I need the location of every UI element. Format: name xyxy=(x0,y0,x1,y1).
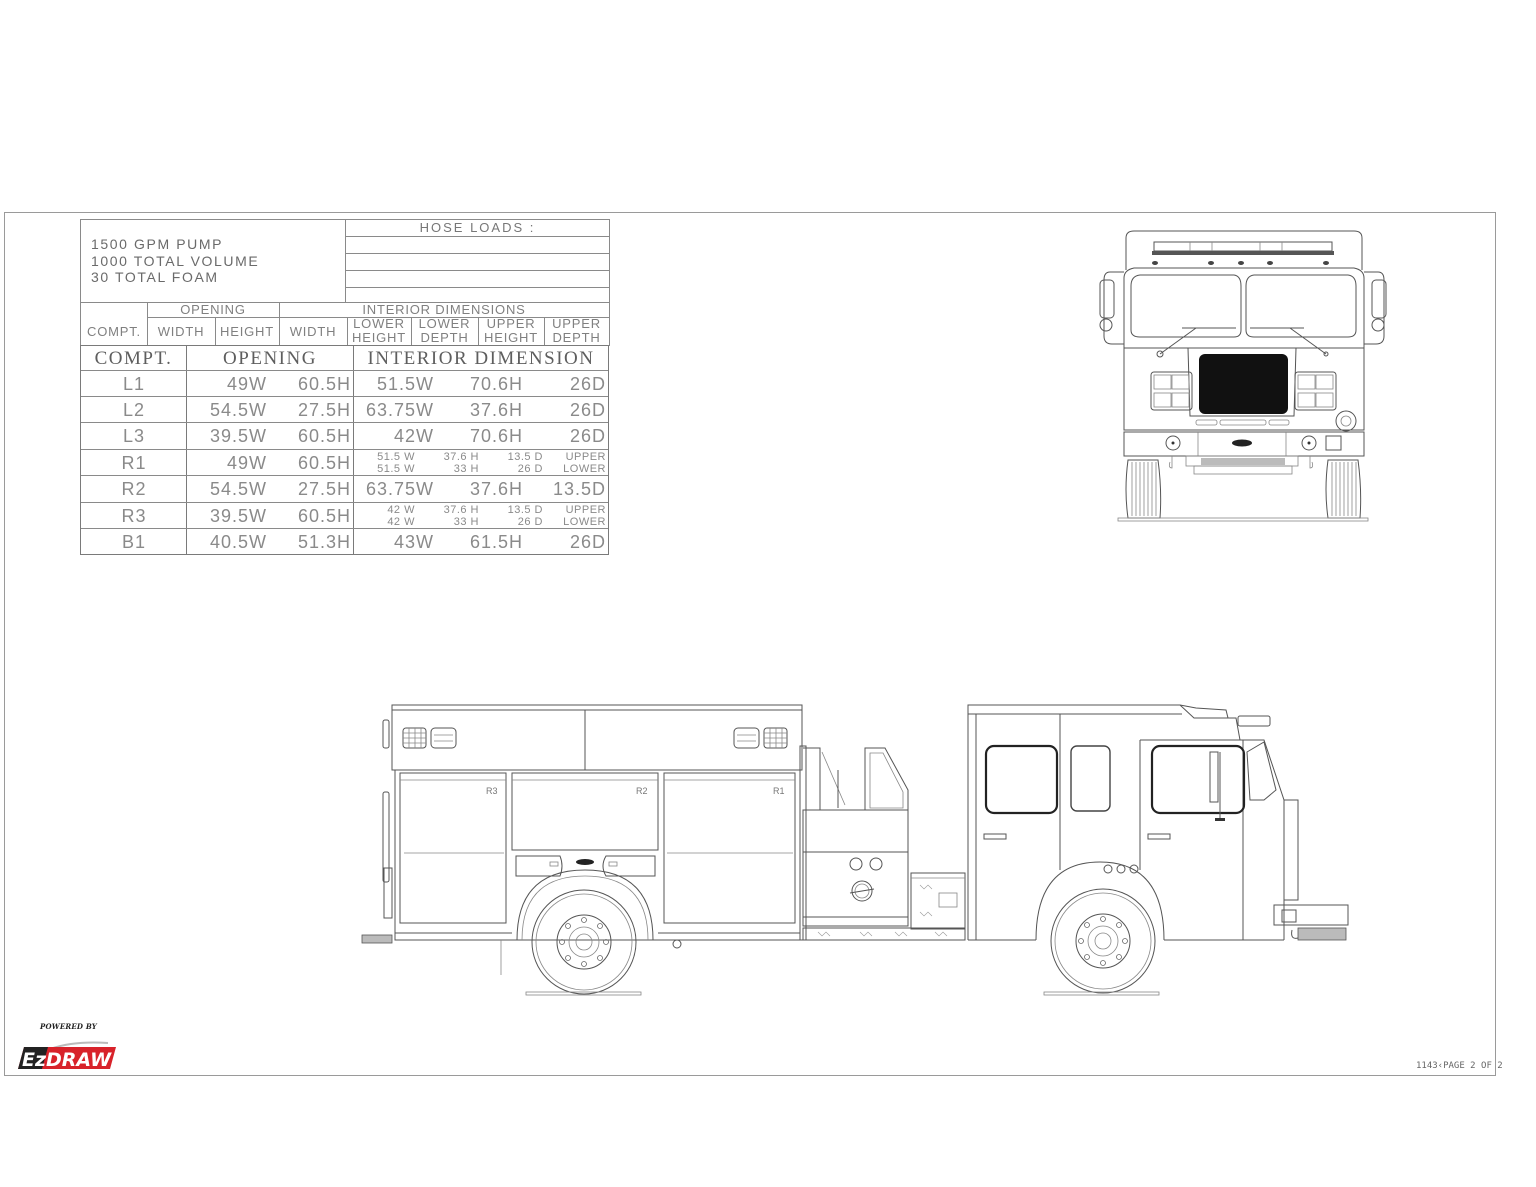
opening-height: 60.5H xyxy=(297,374,351,394)
table-row: R3 39.5W 60.5H 42 W 37.6 H 13.5 D UPPER … xyxy=(81,502,608,529)
interior-width: 63.75W xyxy=(365,400,434,420)
compt-id: L1 xyxy=(122,374,146,394)
interior-height: 37.6H xyxy=(469,400,523,420)
opening-width: 49W xyxy=(226,453,267,473)
upper-depth: 13.5 D xyxy=(507,504,543,516)
table-row: B1 40.5W 51.3H 43W 61.5H 26D xyxy=(81,528,608,555)
interior-height: 61.5H xyxy=(469,532,523,552)
col-lower-height-1: LOWER xyxy=(353,317,405,331)
opening-height: 27.5H xyxy=(297,479,351,499)
col-upper-height-2: HEIGHT xyxy=(484,331,538,344)
interior-depth: 26D xyxy=(569,532,606,552)
powered-by-label: POWERED BY xyxy=(40,1022,98,1031)
spec-line-foam: 30 TOTAL FOAM xyxy=(91,269,219,285)
compt-id: L2 xyxy=(122,400,146,420)
compartment-label-r1: R1 xyxy=(773,786,785,796)
opening-width: 39.5W xyxy=(209,506,267,526)
hose-loads-title: HOSE LOADS : xyxy=(346,220,609,237)
upper-label: UPPER xyxy=(565,451,606,463)
lower-height: 33 H xyxy=(453,516,479,528)
table-row: R1 49W 60.5H 51.5 W 37.6 H 13.5 D UPPER … xyxy=(81,449,608,476)
col-upper-depth-2: DEPTH xyxy=(552,331,601,344)
lower-width: 51.5 W xyxy=(377,463,415,475)
opening-height: 60.5H xyxy=(297,453,351,473)
header-compt: COMPT. xyxy=(94,348,173,369)
col-opening-height: HEIGHT xyxy=(220,324,274,339)
spec-block: 1500 GPM PUMP 1000 TOTAL VOLUME 30 TOTAL… xyxy=(80,219,610,303)
col-opening-width: WIDTH xyxy=(157,324,205,339)
table-row: R2 54.5W 27.5H 63.75W 37.6H 13.5D xyxy=(81,475,608,502)
upper-label: UPPER xyxy=(565,504,606,516)
lower-depth: 26 D xyxy=(517,516,543,528)
col-compt: COMPT. xyxy=(87,324,141,339)
compartment-table: COMPT. OPENING INTERIOR DIMENSION L1 49W… xyxy=(80,345,609,555)
opening-height: 51.3H xyxy=(297,532,351,552)
table-row: L1 49W 60.5H 51.5W 70.6H 26D xyxy=(81,370,608,397)
interior-depth: 26D xyxy=(569,400,606,420)
lower-label: LOWER xyxy=(563,516,606,528)
hose-loads: HOSE LOADS : xyxy=(346,220,609,302)
pump-spec: 1500 GPM PUMP 1000 TOTAL VOLUME 30 TOTAL… xyxy=(81,220,346,302)
hose-load-line xyxy=(346,271,609,288)
interior-depth: 26D xyxy=(569,426,606,446)
interior-width: 51.5W xyxy=(376,374,434,394)
col-lower-height-2: HEIGHT xyxy=(352,331,406,344)
compt-id: R3 xyxy=(121,506,147,526)
header-interior: INTERIOR DIMENSION xyxy=(367,348,595,369)
hose-load-line xyxy=(346,237,609,254)
logo-draw: DRAW xyxy=(46,1049,112,1071)
col-upper-height-1: UPPER xyxy=(486,317,536,331)
col-upper-depth-1: UPPER xyxy=(552,317,601,331)
interior-depth: 13.5D xyxy=(552,479,606,499)
table-row: L3 39.5W 60.5H 42W 70.6H 26D xyxy=(81,422,608,449)
group-interior: INTERIOR DIMENSIONS xyxy=(362,302,526,317)
opening-width: 49W xyxy=(226,374,267,394)
side-view: R3 R2 R1 xyxy=(361,704,1349,996)
spec-line-pump: 1500 GPM PUMP xyxy=(91,236,224,252)
page-number: 1143‹PAGE 2 OF 2 xyxy=(1416,1061,1503,1071)
interior-height: 37.6H xyxy=(469,479,523,499)
lower-height: 33 H xyxy=(453,463,479,475)
col-lower-depth-1: LOWER xyxy=(418,317,471,331)
dimension-header-table: OPENING INTERIOR DIMENSIONS COMPT. WIDTH… xyxy=(80,302,610,346)
interior-depth: 26D xyxy=(569,374,606,394)
interior-height: 70.6H xyxy=(469,426,523,446)
interior-width: 63.75W xyxy=(365,479,434,499)
col-lower-depth-2: DEPTH xyxy=(420,331,469,344)
interior-height: 70.6H xyxy=(469,374,523,394)
header-opening: OPENING xyxy=(223,348,317,369)
opening-width: 39.5W xyxy=(209,426,267,446)
drawing-frame xyxy=(4,212,1496,1076)
compartment-label-r3: R3 xyxy=(486,786,498,796)
interior-width: 43W xyxy=(393,532,434,552)
upper-depth: 13.5 D xyxy=(507,451,543,463)
opening-height: 27.5H xyxy=(297,400,351,420)
opening-width: 54.5W xyxy=(209,400,267,420)
opening-height: 60.5H xyxy=(297,426,351,446)
compt-id: L3 xyxy=(122,426,146,446)
col-interior-width: WIDTH xyxy=(289,324,337,339)
compt-id: R1 xyxy=(121,453,147,473)
front-view xyxy=(1099,230,1387,522)
compt-id: B1 xyxy=(121,532,147,552)
ezdraw-logo: Ez DRAW xyxy=(18,1041,116,1071)
opening-width: 54.5W xyxy=(209,479,267,499)
lower-depth: 26 D xyxy=(517,463,543,475)
hose-load-line xyxy=(346,254,609,271)
upper-width: 42 W xyxy=(387,504,415,516)
opening-height: 60.5H xyxy=(297,506,351,526)
logo-ez: Ez xyxy=(22,1049,47,1071)
lower-width: 42 W xyxy=(387,516,415,528)
group-opening: OPENING xyxy=(180,302,246,317)
spec-line-volume: 1000 TOTAL VOLUME xyxy=(91,252,260,269)
upper-height: 37.6 H xyxy=(443,451,479,463)
upper-height: 37.6 H xyxy=(443,504,479,516)
interior-width: 42W xyxy=(393,426,434,446)
lower-label: LOWER xyxy=(563,463,606,475)
upper-width: 51.5 W xyxy=(377,451,415,463)
compartment-label-r2: R2 xyxy=(636,786,648,796)
table-row: L2 54.5W 27.5H 63.75W 37.6H 26D xyxy=(81,396,608,423)
compt-id: R2 xyxy=(121,479,147,499)
opening-width: 40.5W xyxy=(209,532,267,552)
